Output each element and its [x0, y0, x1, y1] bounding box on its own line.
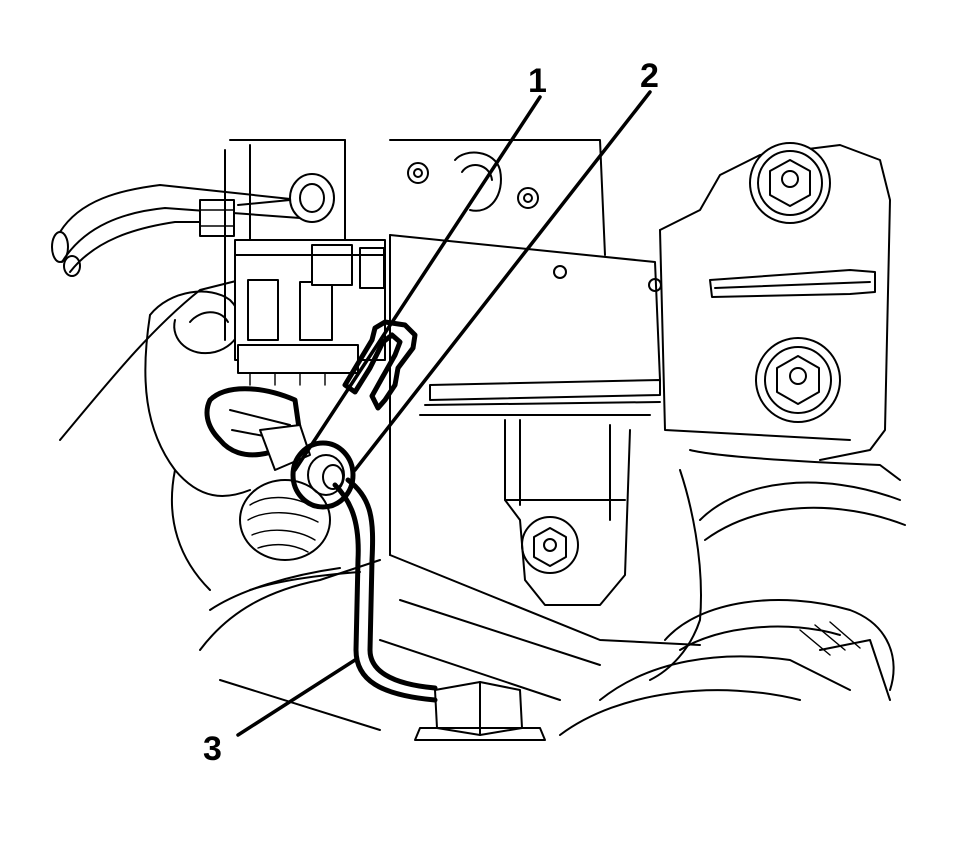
lower-bracket — [504, 419, 631, 606]
left-housing — [59, 279, 251, 591]
center-plate — [389, 139, 662, 556]
valve-block — [234, 239, 386, 386]
callout-leaders — [236, 90, 652, 737]
lower-nut — [755, 337, 841, 423]
leader-3 — [236, 658, 357, 737]
brake-line — [332, 477, 438, 703]
callout-3: 3 — [203, 730, 222, 768]
leader-1 — [293, 95, 542, 472]
fitting-connector — [204, 386, 356, 510]
drain-bolt — [414, 681, 546, 741]
brake-pipes — [51, 184, 301, 277]
callout-1: 1 — [528, 62, 547, 100]
right-bracket — [659, 144, 891, 461]
pipe-fitting-nut — [237, 173, 335, 223]
upper-nut — [749, 142, 831, 224]
lower-right-housing — [559, 449, 906, 736]
retaining-clip — [342, 319, 418, 411]
callout-2: 2 — [640, 57, 659, 95]
horizontal-rails — [419, 379, 661, 416]
leader-2 — [353, 90, 652, 472]
lower-pan — [199, 554, 701, 731]
